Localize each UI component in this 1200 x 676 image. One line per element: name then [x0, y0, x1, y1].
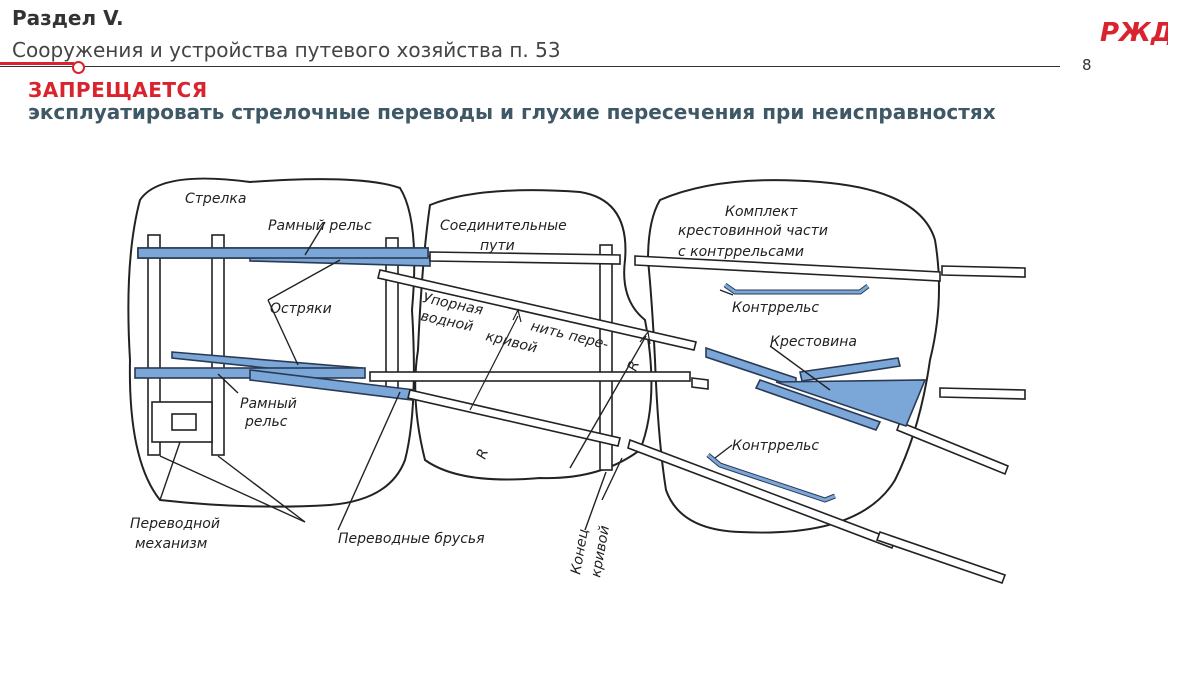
leader-line	[267, 299, 299, 366]
header-rule	[0, 66, 1060, 67]
label-radius-2: R	[625, 359, 643, 374]
label-curve-end-2: кривой	[588, 524, 613, 578]
leader-line	[159, 441, 181, 501]
label-frog-set-1: Комплект	[725, 204, 798, 220]
frog-nose	[754, 379, 882, 431]
label-stock-rail-bottom-2: рельс	[244, 414, 288, 430]
prohibition-title: ЗАПРЕЩАЕТСЯ	[28, 78, 208, 102]
leader-line	[159, 455, 306, 523]
leader-line	[584, 471, 607, 531]
leader-line	[267, 259, 341, 301]
straight-rail-top-end	[941, 265, 1026, 278]
stock-rail-top-blue	[137, 247, 429, 259]
label-stock-rail-top: Рамный рельс	[268, 218, 372, 234]
label-check-rail-top: Контррельс	[732, 300, 819, 316]
leader-line	[337, 391, 401, 531]
leader-line	[719, 289, 734, 296]
switch-tie	[147, 234, 161, 456]
page-number: 8	[1082, 56, 1092, 74]
diverging-rail-frog	[895, 420, 1010, 476]
leader-line	[769, 345, 831, 391]
header-accent-bar	[0, 62, 74, 65]
straight-rail-bottom-end	[939, 387, 1026, 400]
check-rail-bottom-blue	[707, 453, 836, 502]
label-connecting-1: Соединительные	[440, 218, 567, 234]
label-radius-1: R	[474, 447, 492, 462]
connecting-tie	[599, 244, 613, 471]
transfer-mechanism-box	[171, 413, 197, 431]
leader-line	[217, 455, 306, 523]
section-label: Раздел V.	[12, 6, 124, 30]
leader-line	[304, 221, 326, 256]
straight-rail-top-far	[634, 255, 941, 282]
label-frog-set-2: крестовинной части	[678, 223, 828, 239]
label-transfer-ties: Переводные брусья	[338, 531, 485, 547]
leader-line	[217, 373, 239, 394]
zone-switch-outline	[127, 177, 416, 508]
straight-rail-bottom	[369, 371, 691, 382]
diverging-rail-lower-far	[627, 438, 897, 550]
diverging-rail-end	[875, 530, 1007, 585]
prohibition-subtitle: эксплуатировать стрелочные переводы и гл…	[28, 100, 996, 124]
radius-line	[469, 315, 519, 411]
section-title: Сооружения и устройства путевого хозяйст…	[12, 38, 561, 62]
label-frog: Крестовина	[770, 334, 857, 350]
header-dot	[72, 61, 85, 74]
rzd-logo-text: РЖД	[1100, 18, 1168, 48]
label-strelka: Стрелка	[185, 191, 246, 207]
frog-core	[775, 379, 927, 427]
stock-rail-bottom-diverge	[249, 369, 417, 401]
leader-line	[714, 444, 733, 459]
curve-end-marker	[569, 335, 647, 469]
label-curve-end-1: Конец	[568, 528, 592, 576]
diverging-rail-upper	[377, 269, 697, 351]
switch-tie	[211, 234, 225, 456]
radius-arrow	[639, 330, 651, 345]
label-connecting-2: пути	[480, 238, 515, 254]
straight-rail-top	[429, 251, 621, 265]
label-transfer-mechanism-1: Переводной	[130, 516, 220, 532]
label-stock-rail-bottom-1: Рамный	[240, 396, 297, 412]
rzd-logo: РЖД	[1100, 18, 1168, 48]
radius-arrow	[512, 308, 522, 323]
label-frog-set-3: с контррельсами	[678, 244, 804, 260]
straight-rail-bottom-gap	[691, 377, 709, 390]
zone-frog-outline	[646, 179, 940, 534]
label-switch-blades: Остряки	[270, 301, 332, 317]
check-rail-top-blue	[724, 283, 869, 294]
leader-line	[601, 457, 623, 501]
label-transfer-mechanism-2: механизм	[135, 536, 208, 552]
frog-wing-right	[799, 357, 901, 382]
diverging-rail-lower	[407, 389, 621, 447]
label-check-rail-bottom: Контррельс	[732, 438, 819, 454]
turnout-diagram: Стрелка Рамный рельс Остряки Рамный рель…	[127, 177, 1026, 585]
